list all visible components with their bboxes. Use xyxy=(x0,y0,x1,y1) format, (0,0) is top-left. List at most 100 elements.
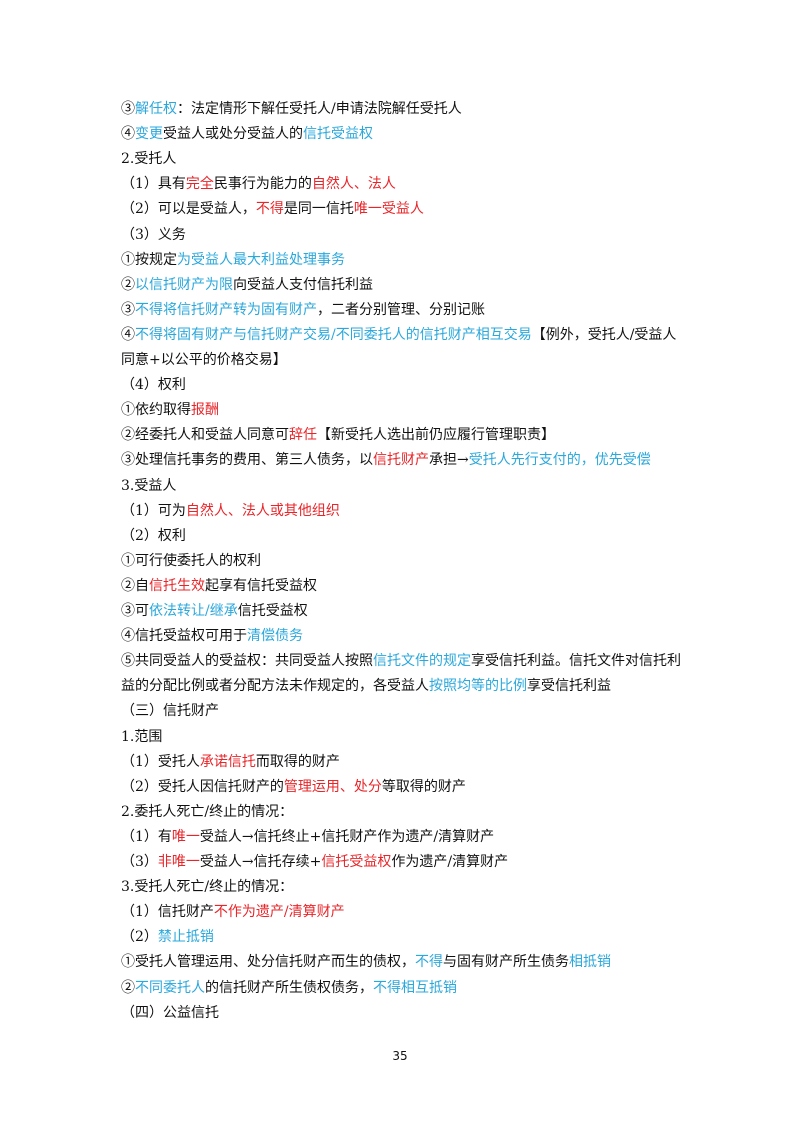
text-segment: 起享有信托受益权 xyxy=(205,577,317,594)
text-segment: ④信托受益权可用于 xyxy=(121,628,247,645)
text-line: ③不得将信托财产转为固有财产，二者分别管理、分别记账 xyxy=(121,300,740,320)
text-line: ③解任权：法定情形下解任受托人/申请法院解任受托人 xyxy=(121,99,740,119)
text-segment: 受益人→信托存续+ xyxy=(199,854,322,870)
text-line: ②以信托财产为限向受益人支付信托利益 xyxy=(121,275,740,295)
highlight-red: 完全 xyxy=(185,176,214,193)
highlight-red: 承诺信托 xyxy=(199,753,256,770)
text-line: （1）有唯一受益人→信托终止+信托财产作为遗产/清算财产 xyxy=(121,827,740,847)
highlight-red: 唯一受益人 xyxy=(353,201,424,218)
text-segment: ⑤共同受益人的受益权：共同受益人按照 xyxy=(121,653,373,670)
highlight-red: 辞任 xyxy=(289,427,317,444)
text-line: （2）受托人因信托财产的管理运用、处分等取得的财产 xyxy=(121,777,740,797)
text-line: 益的分配比例或者分配方法未作规定的，各受益人按照均等的比例享受信托利益 xyxy=(121,676,740,696)
highlight-red: 不作为遗产/清算财产 xyxy=(213,904,345,921)
text-segment: 受益人→信托终止+信托财产作为遗产/清算财产 xyxy=(199,828,495,845)
highlight-blue: 信托文件的规定 xyxy=(373,653,471,670)
text-segment: 2.委托人死亡/终止的情况： xyxy=(121,803,294,820)
text-line: （四）公益信托 xyxy=(121,1003,740,1023)
text-line: （1）受托人承诺信托而取得的财产 xyxy=(121,752,740,772)
text-segment: （2） xyxy=(121,929,158,946)
text-segment: ①按规定 xyxy=(121,251,177,268)
text-line: （1）可为自然人、法人或其他组织 xyxy=(121,501,740,521)
text-segment: 而取得的财产 xyxy=(255,753,340,770)
highlight-blue: 受托人先行支付的，优先受偿 xyxy=(468,452,651,469)
highlight-blue: 按照均等的比例 xyxy=(429,678,527,695)
highlight-red: 不得 xyxy=(255,201,284,218)
text-line: 1.范围 xyxy=(121,727,740,747)
text-segment: 民事行为能力的 xyxy=(213,176,312,193)
text-line: ②经委托人和受益人同意可辞任【新受托人选出前仍应履行管理职责】 xyxy=(121,425,740,445)
text-segment: 享受信托利益 xyxy=(527,678,611,695)
text-line: 2.受托人 xyxy=(121,149,740,169)
text-line: 同意+以公平的价格交易】 xyxy=(121,350,740,370)
text-line: 3.受益人 xyxy=(121,476,740,496)
highlight-red: 报酬 xyxy=(191,402,219,419)
highlight-blue: 相抵销 xyxy=(569,954,611,971)
text-segment: （3） xyxy=(121,854,158,870)
text-segment: （1）可为 xyxy=(121,502,186,519)
text-line: ②自信托生效起享有信托受益权 xyxy=(121,576,740,596)
text-line: ②不同委托人的信托财产所生债权债务，不得相互抵销 xyxy=(121,978,740,998)
text-segment: ③处理信托事务的费用、第三人债务，以 xyxy=(121,452,373,469)
text-segment: ④ xyxy=(121,126,135,143)
highlight-red: 自然人、法人或其他组织 xyxy=(185,502,340,519)
text-line: （2）可以是受益人，不得是同一信托唯一受益人 xyxy=(121,199,740,219)
text-segment: 承担→ xyxy=(429,452,469,469)
text-line: ④信托受益权可用于清偿债务 xyxy=(121,626,740,646)
highlight-blue: 不同委托人 xyxy=(135,979,205,996)
highlight-red: 管理运用、处分 xyxy=(283,778,382,795)
text-segment: 受益人或处分受益人的 xyxy=(163,126,303,143)
text-line: ③处理信托事务的费用、第三人债务，以信托财产承担→受托人先行支付的，优先受偿 xyxy=(121,450,740,470)
text-line: ⑤共同受益人的受益权：共同受益人按照信托文件的规定享受信托利益。信托文件对信托利 xyxy=(121,651,740,671)
text-line: 2.委托人死亡/终止的情况： xyxy=(121,802,740,822)
text-segment: 3.受益人 xyxy=(121,477,177,494)
highlight-blue: 变更 xyxy=(135,126,163,143)
highlight-red: 信托受益权 xyxy=(321,854,392,870)
text-segment: ③ xyxy=(121,101,135,117)
text-line: （1）信托财产不作为遗产/清算财产 xyxy=(121,902,740,922)
text-segment: ④ xyxy=(121,326,135,343)
text-segment: ①可行使委托人的权利 xyxy=(121,552,261,569)
text-segment: 1.范围 xyxy=(121,728,163,745)
text-segment: 3.受托人死亡/终止的情况： xyxy=(121,879,294,896)
text-segment: ①受托人管理运用、处分信托财产而生的债权， xyxy=(121,954,415,971)
text-segment: 同意+以公平的价格交易】 xyxy=(121,352,287,368)
text-segment: （2）受托人因信托财产的 xyxy=(121,778,284,795)
highlight-blue: 为受益人最大利益处理事务 xyxy=(177,251,345,268)
highlight-blue: 不得 xyxy=(415,954,443,971)
highlight-red: 非唯一 xyxy=(157,854,200,870)
text-line: （1）具有完全民事行为能力的自然人、法人 xyxy=(121,174,740,194)
highlight-red: 信托财产 xyxy=(373,452,429,469)
highlight-red: 唯一 xyxy=(171,828,200,845)
text-line: ③可依法转让/继承信托受益权 xyxy=(121,601,740,621)
text-segment: ② xyxy=(121,979,135,996)
text-segment: （4）权利 xyxy=(121,377,186,394)
text-line: （2）权利 xyxy=(121,526,740,546)
text-segment: （1）有 xyxy=(121,828,172,845)
text-segment: 是同一信托 xyxy=(283,201,354,218)
text-line: 3.受托人死亡/终止的情况： xyxy=(121,877,740,897)
text-segment: 向受益人支付信托利益 xyxy=(233,276,373,293)
highlight-red: 自然人、法人 xyxy=(311,176,396,193)
text-line: ①可行使委托人的权利 xyxy=(121,551,740,571)
text-segment: ①依约取得 xyxy=(121,402,191,419)
highlight-blue: 依法转让/继承 xyxy=(149,603,238,619)
text-line: ④变更受益人或处分受益人的信托受益权 xyxy=(121,124,740,144)
text-segment: （1）具有 xyxy=(121,176,186,193)
text-segment: ②自 xyxy=(121,577,149,594)
text-line: ④不得将固有财产与信托财产交易/不同委托人的信托财产相互交易【例外，受托人/受益… xyxy=(121,325,740,345)
text-segment: ：法定情形下解任受托人/申请法院解任受托人 xyxy=(177,101,462,117)
page-number: 35 xyxy=(392,1049,408,1063)
text-line: ①按规定为受益人最大利益处理事务 xyxy=(121,250,740,270)
highlight-red: 信托生效 xyxy=(149,577,205,594)
highlight-blue: 禁止抵销 xyxy=(157,929,214,946)
text-segment: ③ xyxy=(121,301,135,318)
text-segment: ，二者分别管理、分别记账 xyxy=(317,301,485,318)
text-line: （3）非唯一受益人→信托存续+信托受益权作为遗产/清算财产 xyxy=(121,852,740,872)
text-segment: ②经委托人和受益人同意可 xyxy=(121,427,289,444)
text-line: ①依约取得报酬 xyxy=(121,400,740,420)
text-segment: 等取得的财产 xyxy=(381,778,466,795)
highlight-blue: 不得相互抵销 xyxy=(373,979,457,996)
highlight-blue: 不得将固有财产与信托财产交易/不同委托人的信托财产相互交易 xyxy=(135,326,532,343)
